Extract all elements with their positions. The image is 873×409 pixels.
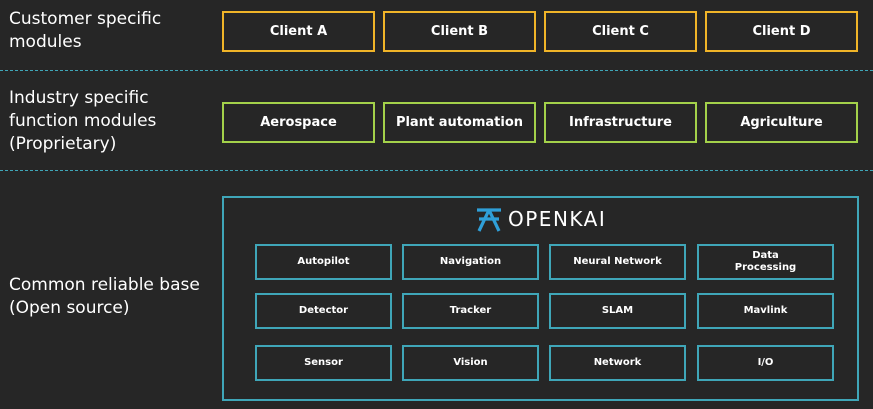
detector-module: Detector [255, 293, 392, 329]
divider-bottom [0, 170, 873, 171]
client-b-box: Client B [383, 11, 536, 52]
openkai-base-frame [222, 196, 859, 401]
industry-modules-label: Industry specific function modules (Prop… [9, 88, 157, 154]
openkai-logo-mark-icon [477, 208, 501, 232]
slam-module: SLAM [549, 293, 686, 329]
client-c-box: Client C [544, 11, 697, 52]
customer-modules-label: Customer specific modules [9, 9, 162, 52]
navigation-module: Navigation [402, 244, 539, 280]
network-module: Network [549, 345, 686, 381]
data-processing-module: Data Processing [697, 244, 834, 280]
sensor-module: Sensor [255, 345, 392, 381]
autopilot-module: Autopilot [255, 244, 392, 280]
io-module: I/O [697, 345, 834, 381]
plant-automation-box: Plant automation [383, 102, 536, 143]
tracker-module: Tracker [402, 293, 539, 329]
vision-module: Vision [402, 345, 539, 381]
neural-network-module: Neural Network [549, 244, 686, 280]
infrastructure-box: Infrastructure [544, 102, 697, 143]
aerospace-box: Aerospace [222, 102, 375, 143]
openkai-logo-text: OPENKAI [508, 207, 607, 231]
common-base-label: Common reliable base (Open source) [9, 275, 200, 318]
openkai-logo: OPENKAI [474, 205, 606, 233]
client-d-box: Client D [705, 11, 858, 52]
divider-top [0, 70, 873, 71]
mavlink-module: Mavlink [697, 293, 834, 329]
agriculture-box: Agriculture [705, 102, 858, 143]
client-a-box: Client A [222, 11, 375, 52]
